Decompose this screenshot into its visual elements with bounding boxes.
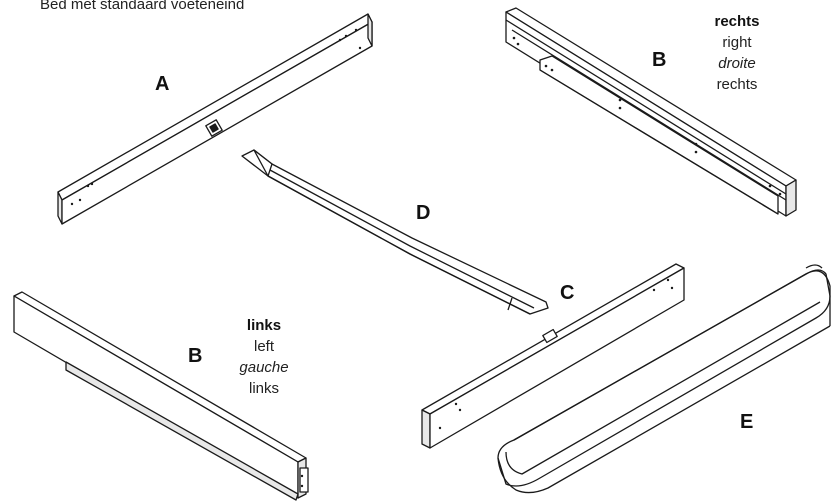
right-label-english: right: [722, 34, 752, 51]
part-c-label: C: [560, 282, 575, 304]
left-label-english: left: [253, 338, 274, 355]
left-side-labels: links left gauche links: [219, 315, 309, 399]
diagram-caption: Bed met standaard voeteneind: [40, 0, 245, 13]
part-e-label: E: [740, 411, 754, 433]
right-side-labels: rechts right droite rechts: [692, 11, 782, 95]
part-e-footboard: [497, 264, 831, 494]
part-a-board: [57, 13, 373, 225]
part-d-slat: [241, 149, 549, 315]
part-d-label: D: [416, 202, 431, 224]
left-label-german: links: [248, 380, 279, 397]
right-label-dutch: rechts: [714, 13, 760, 30]
part-b-left-board: [13, 291, 309, 501]
part-b-left-label: B: [188, 345, 203, 367]
left-label-dutch: links: [246, 317, 282, 334]
part-a-label: A: [155, 73, 170, 95]
part-b-right-rail: [505, 7, 797, 217]
right-label-french: droite: [718, 55, 756, 72]
part-b-right-label: B: [652, 49, 667, 71]
right-label-german: rechts: [716, 76, 758, 93]
part-c-board: [421, 263, 685, 449]
left-label-french: gauche: [239, 359, 289, 376]
